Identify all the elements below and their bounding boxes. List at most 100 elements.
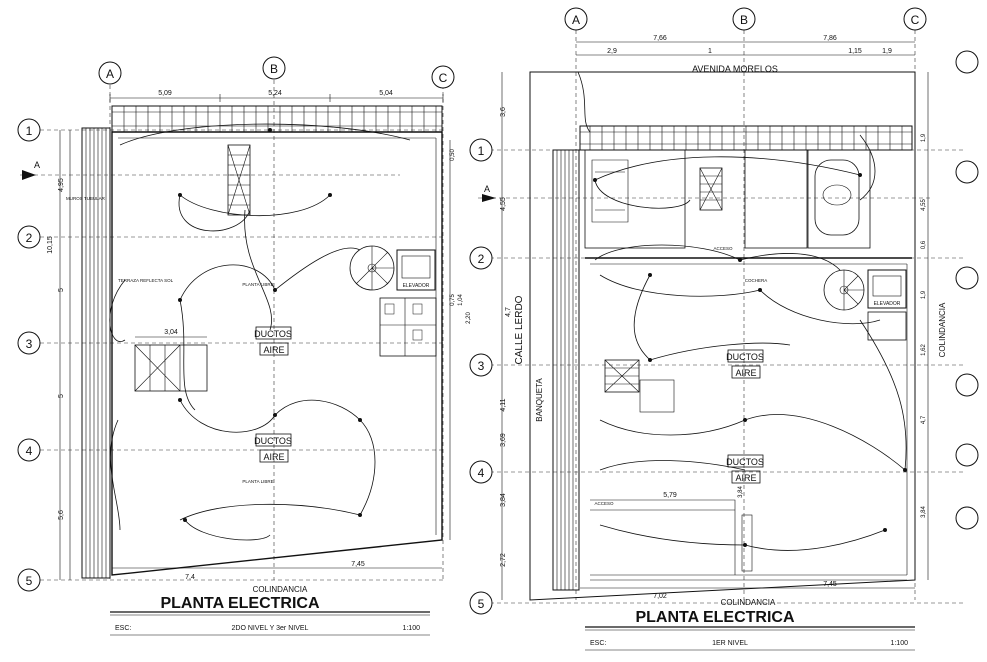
label-cochera: COCHERA bbox=[745, 278, 768, 283]
room-aire-2: AIRE bbox=[263, 452, 284, 462]
r-dim-top-1: 7,66 bbox=[653, 35, 667, 42]
label-terraza: TERRAZA REFLECTA SOL bbox=[118, 278, 174, 283]
r-dim-right-5: 1,62 bbox=[921, 344, 927, 356]
dim-right-1: 0,50 bbox=[450, 149, 456, 161]
label-planta-libre-1: PLANTA LIBRE bbox=[242, 282, 273, 287]
axis-label-b: B bbox=[270, 62, 278, 76]
dim-right-3: 1,04 bbox=[458, 294, 464, 306]
r-row-label-1: 1 bbox=[478, 144, 485, 158]
label-acceso-2: ACCESO bbox=[594, 501, 614, 506]
dim-left-4: 5,6 bbox=[58, 510, 65, 520]
left-stair-top bbox=[227, 144, 251, 216]
r-scale-value: 1:100 bbox=[890, 640, 908, 647]
r-room-aire-2: AIRE bbox=[735, 473, 756, 483]
r-dim-left-7: 2,72 bbox=[500, 553, 507, 567]
left-bottom-dims: 7,4 7,45 bbox=[112, 561, 442, 581]
r-dim-right-1: 1,9 bbox=[921, 133, 927, 142]
left-stair-lower: 3,04 bbox=[134, 329, 208, 392]
right-top-dims: 7,66 7,86 2,9 1 1,15 1,9 bbox=[576, 35, 915, 56]
dim-bottom-1: 7,4 bbox=[185, 574, 195, 581]
right-right-dims: 1,9 4,55 0,6 1,9 1,62 4,7 3,84 3,84 bbox=[738, 72, 929, 580]
sidewalk-label: BANQUETA bbox=[535, 378, 544, 422]
axis-label-c: C bbox=[439, 71, 448, 85]
right-section-marker: A bbox=[478, 184, 930, 202]
r-scale-label: ESC: bbox=[590, 640, 606, 647]
dim-left-1: 4,95 bbox=[58, 178, 65, 192]
left-wiring bbox=[109, 123, 411, 541]
r-dim-sub-3: 1,15 bbox=[848, 48, 862, 55]
r-dim-left-3: 4,7 bbox=[505, 307, 512, 317]
left-elevator: ELEVADOR bbox=[396, 249, 436, 291]
axis-label-a: A bbox=[106, 67, 114, 81]
r-room-ductos-1: DUCTOS bbox=[726, 352, 764, 362]
r-boundary-label: COLINDANCIA bbox=[721, 598, 776, 607]
r-dim-bottom-2: 7,45 bbox=[823, 581, 837, 588]
r-dim-left-4: 4,11 bbox=[500, 398, 507, 411]
left-bathrooms bbox=[379, 297, 437, 357]
r-dim-left-2: 4,55 bbox=[500, 197, 507, 211]
row-label-1: 1 bbox=[26, 124, 33, 138]
right-left-wall bbox=[552, 149, 580, 591]
row-label-2: 2 bbox=[26, 231, 33, 245]
right-interior: ELEVADOR 5,79 ACCESO ACCESO COCHERA bbox=[585, 246, 912, 581]
r-dim-top-2: 7,86 bbox=[823, 35, 837, 42]
left-ducts: DUCTOS AIRE DUCTOS AIRE bbox=[254, 326, 292, 463]
right-axis-cols: A B C bbox=[564, 7, 927, 600]
dim-top-1: 5,09 bbox=[158, 90, 172, 97]
dim-stair: 3,04 bbox=[164, 329, 178, 336]
label-acceso-1: ACCESO bbox=[713, 246, 733, 251]
room-ductos-2: DUCTOS bbox=[254, 436, 292, 446]
r-dim-right-3: 0,6 bbox=[921, 240, 927, 249]
right-ducts: DUCTOS AIRE DUCTOS AIRE bbox=[726, 349, 764, 484]
label-planta-libre-2: PLANTA LIBRE bbox=[242, 479, 273, 484]
plan-title: PLANTA ELECTRICA bbox=[160, 595, 320, 612]
street-calle: CALLE LERDO bbox=[514, 295, 525, 364]
r-dim-right-6: 4,7 bbox=[921, 415, 927, 424]
dim-left-3: 5 bbox=[58, 394, 65, 398]
r-row-label-4: 4 bbox=[478, 466, 485, 480]
left-right-dims: 0,50 0,75 1,04 2,20 bbox=[449, 140, 472, 540]
r-dim-mid: 3,84 bbox=[738, 486, 744, 498]
street-avenida: AVENIDA MORELOS bbox=[692, 64, 778, 74]
r-dim-left-5: 3,69 bbox=[500, 433, 507, 447]
r-room-aire-1: AIRE bbox=[735, 368, 756, 378]
left-axis-cols: A B C bbox=[98, 56, 455, 580]
left-plan: A B C 1 2 3 4 5 bbox=[17, 56, 472, 636]
room-aire-1: AIRE bbox=[263, 345, 284, 355]
r-section-marker-label: A bbox=[484, 184, 490, 194]
r-room-ductos-2: DUCTOS bbox=[726, 457, 764, 467]
dim-left-2: 5 bbox=[58, 288, 65, 292]
left-walls bbox=[81, 127, 443, 579]
r-dim-left-6: 3,84 bbox=[500, 493, 507, 507]
dim-top-3: 5,04 bbox=[379, 90, 393, 97]
right-title-block: COLINDANCIA PLANTA ELECTRICA ESC: 1ER NI… bbox=[585, 598, 915, 651]
right-garage bbox=[584, 149, 871, 249]
r-dim-sub-2: 1 bbox=[708, 48, 712, 55]
row-label-3: 3 bbox=[26, 337, 33, 351]
right-street-boundary: AVENIDA MORELOS CALLE LERDO BANQUETA COL… bbox=[514, 64, 947, 601]
r-dim-right-7: 3,84 bbox=[921, 506, 927, 518]
right-bottom-dims: 7,02 7,45 bbox=[580, 581, 915, 600]
row-label-5: 5 bbox=[26, 574, 33, 588]
boundary-label: COLINDANCIA bbox=[253, 585, 308, 594]
dim-top-2: 5,24 bbox=[268, 90, 282, 97]
r-dim-sub-4: 1,9 bbox=[882, 48, 892, 55]
scale-label: ESC: bbox=[115, 625, 131, 632]
row-label-4: 4 bbox=[26, 444, 33, 458]
r-dim-sub-1: 2,9 bbox=[607, 48, 617, 55]
section-marker-label: A bbox=[34, 160, 40, 170]
r-dim-right-4: 1,9 bbox=[921, 290, 927, 299]
left-axis-rows: 1 2 3 4 5 bbox=[17, 118, 445, 592]
dim-right-4: 2,20 bbox=[466, 312, 472, 324]
dim-right-2: 0,75 bbox=[450, 294, 456, 306]
right-plan: A B C 1 2 3 4 5 bbox=[469, 7, 979, 651]
left-balcony-rail bbox=[111, 105, 443, 133]
r-dim-left-1: 3,6 bbox=[500, 107, 507, 117]
label-elevador: ELEVADOR bbox=[403, 283, 430, 289]
r-axis-label-c: C bbox=[911, 13, 920, 27]
right-left-dims: 3,6 4,55 4,7 4,11 3,69 3,84 2,72 bbox=[500, 72, 512, 600]
r-dim-bottom-1: 7,02 bbox=[653, 593, 667, 600]
r-row-label-3: 3 bbox=[478, 359, 485, 373]
